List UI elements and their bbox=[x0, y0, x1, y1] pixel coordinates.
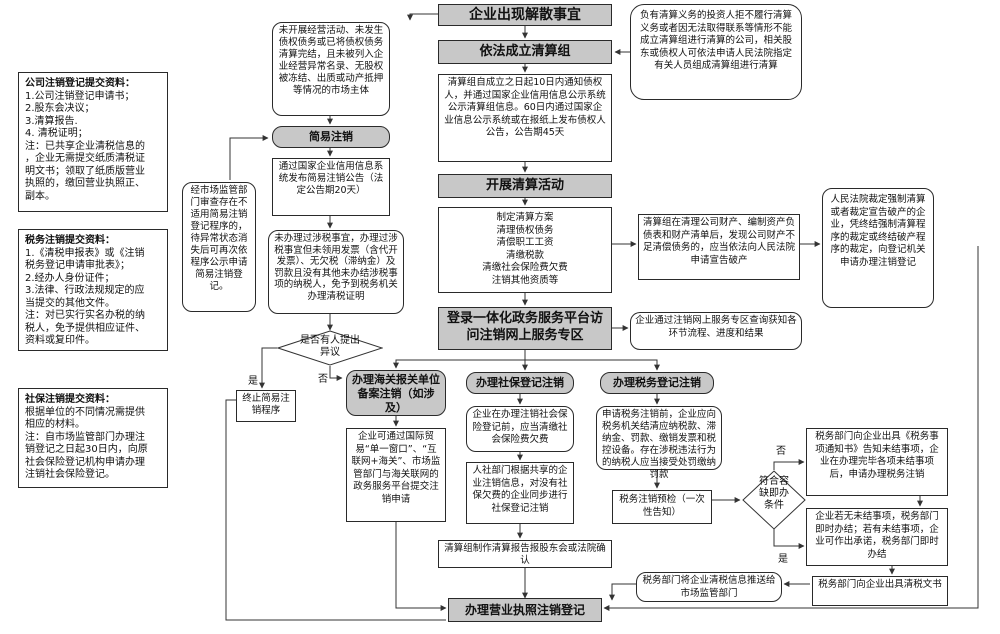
social-docs-panel: 社保注销提交资料： 根据单位的不同情况需提供 相应的材料。 注：自市场监管部门办… bbox=[18, 388, 168, 488]
simple-tax-exemption: 未办理过涉税事宜，办理过涉税事宜但未领用发票（含代开发票）、无欠税（滞纳金）及罚… bbox=[268, 230, 404, 314]
liquidation-item: 清缴社会保险费欠费 bbox=[482, 262, 568, 273]
start-dissolution: 企业出现解散事宜 bbox=[438, 4, 612, 26]
company-docs-line: 4. 清税证明； bbox=[25, 128, 88, 139]
court-ruling-cancel: 人民法院裁定强制清算或者裁定宣告破产的企业，凭终结强制清算程序的裁定或终结破产程… bbox=[822, 188, 934, 308]
customs-cancel-detail: 企业可通过国际贸易“单一窗口”、“互联网+海关”、市场监管部门与海关联网的政务服… bbox=[346, 428, 446, 522]
tax-precheck: 税务注销预检（一次性告知） bbox=[612, 490, 712, 524]
company-docs-line: 执照的，缴回营业执照正、 bbox=[25, 178, 145, 189]
market-review-note: 经市场监管部门审查存在不适用简易注销登记程序的，待异常状态消失后可再次依程序公示… bbox=[182, 182, 256, 312]
tax-docs-line: 税人，免予提供相应证件、 bbox=[25, 322, 145, 334]
establish-detail: 清算组自成立之日起10日内通知债权人，并通过国家企业信用信息公示系统公示清算组信… bbox=[438, 74, 612, 162]
tax-registration-cancel: 办理税务登记注销 bbox=[600, 372, 714, 394]
liquidation-items: 制定清算方案 清理债权债务 清偿职工工资 清缴税款 清缴社会保险费欠费 注销其他… bbox=[438, 207, 612, 293]
simple-cancel-condition: 未开展经营活动、未发生债权债务或已将债权债务清算完结，且未被列入企业经营异常名录… bbox=[272, 22, 390, 116]
tax-docs-line: 资料或复印件。 bbox=[25, 335, 95, 346]
social-docs-line: 相应的材料。 bbox=[25, 419, 85, 430]
simple-cancel-node: 简易注销 bbox=[272, 126, 390, 148]
decision-diamond-shape bbox=[277, 330, 383, 366]
gov-service-platform: 登录一体化政务服务平台访问注销网上服务专区 bbox=[438, 307, 612, 350]
tax-matters-notice: 税务部门向企业出具《税务事项通知书》告知未结事项，企业在办理完毕各项未结事项后，… bbox=[806, 428, 948, 496]
tax-docs-line: 2.经办人身份证件； bbox=[25, 272, 115, 284]
tax-immediate-completion: 企业若无未结事项，税务部门即时办结；若有未结事项，企业可作出承诺，税务部门即时办… bbox=[806, 508, 948, 566]
liquidation-report-confirm: 清算组制作清算报告报股东会或法院确认 bbox=[438, 540, 612, 568]
social-docs-line: 销登记之日起30日内，向原 bbox=[25, 444, 148, 455]
company-docs-line: ，企业无需提交纸质清税证 bbox=[25, 153, 145, 164]
tax-docs-panel: 税务注销提交资料： 1.《清税申报表》或《注销 税务登记申请审批表》； 2.经办… bbox=[18, 229, 168, 351]
tax-docs-line: 当提交的其他文件。 bbox=[25, 297, 115, 309]
tax-docs-line: 3.法律、行政法规规定的应 bbox=[25, 285, 145, 296]
objection-decision-label: 是否有人提出异议 bbox=[300, 335, 360, 358]
customs-cancel: 办理海关报关单位备案注销（如涉及） bbox=[346, 370, 446, 416]
company-docs-line: 副本。 bbox=[25, 190, 55, 202]
carry-out-liquidation: 开展清算活动 bbox=[438, 174, 612, 198]
social-insurance-arrears: 企业在办理注销社会保险登记前，应当清缴社会保险费欠费 bbox=[466, 406, 574, 452]
business-license-cancel: 办理营业执照注销登记 bbox=[448, 598, 602, 622]
social-docs-line: 根据单位的不同情况需提供 bbox=[25, 406, 145, 418]
liquidation-item: 注销其他资质等 bbox=[491, 274, 559, 286]
company-docs-line: 1.公司注销登记申请书； bbox=[25, 90, 135, 102]
tax-info-push: 税务部门将企业清税信息推送给市场监管部门 bbox=[636, 572, 782, 602]
company-docs-line: 3.清算报告. bbox=[25, 115, 78, 127]
apply-bankruptcy: 清算组在清理公司财产、编制资产负债表和财产清单后，发现公司财产不足清偿债务的，应… bbox=[638, 214, 800, 280]
tax-docs-line: 1.《清税申报表》或《注销 bbox=[25, 247, 145, 259]
liquidation-item: 清缴税款 bbox=[505, 249, 544, 261]
company-docs-line: 明文书；领取了纸质版营业 bbox=[25, 165, 145, 177]
tax-yes-label: 是 bbox=[778, 554, 788, 565]
social-docs-line: 注：自市场监管部门办理注 bbox=[25, 431, 145, 443]
tax-docs-line: 税务登记申请审批表》； bbox=[25, 260, 130, 271]
social-insurance-sync: 人社部门根据共享的企业注销信息，对没有社保欠费的企业同步进行社保登记注销 bbox=[466, 462, 574, 524]
liquidation-item: 清偿职工工资 bbox=[496, 237, 554, 248]
establish-liquidation-group: 依法成立清算组 bbox=[438, 40, 612, 64]
liquidation-item: 制定清算方案 bbox=[496, 212, 554, 223]
company-docs-line: 2.股东会决议； bbox=[25, 103, 95, 114]
social-insurance-cancel: 办理社保登记注销 bbox=[466, 372, 574, 394]
objection-yes-label: 是 bbox=[248, 376, 258, 387]
simple-cancel-notice: 通过国家企业信用信息系统发布简易注销公告（法定公告期20天） bbox=[272, 158, 390, 216]
social-docs-line: 社会保险登记机构申请办理 bbox=[25, 456, 145, 468]
company-docs-line: 注：已共享企业清税信息的 bbox=[25, 140, 145, 152]
terminate-simple-cancel: 终止简易注销程序 bbox=[236, 390, 296, 422]
objection-decision: 是否有人提出异议 bbox=[277, 330, 383, 366]
decision-diamond-shape bbox=[742, 470, 806, 530]
liquidation-item: 清理债权债务 bbox=[496, 224, 554, 236]
platform-progress-note: 企业通过注销网上服务专区查询获知各环节流程、进度和结果 bbox=[630, 312, 802, 350]
tax-cancel-requirements: 申请税务注销前，企业应向税务机关结清应纳税款、滞纳金、罚款、缴销发票和税控设备。… bbox=[596, 406, 722, 480]
tax-no-label: 否 bbox=[776, 446, 786, 457]
tax-fastpath-label: 符合容缺即办条件 bbox=[759, 476, 789, 511]
tax-docs-line: 注：对已实行实名办税的纳 bbox=[25, 310, 145, 321]
tax-fastpath-decision: 符合容缺即办条件 bbox=[742, 470, 806, 530]
social-docs-line: 注销社会保险登记。 bbox=[25, 469, 115, 480]
company-docs-panel: 公司注销登记提交资料： 1.公司注销登记申请书； 2.股东会决议； 3.清算报告… bbox=[18, 72, 168, 212]
company-docs-title: 公司注销登记提交资料： bbox=[25, 78, 135, 89]
social-docs-title: 社保注销提交资料： bbox=[25, 394, 115, 405]
court-assign-liquidation: 负有清算义务的投资人拒不履行清算义务或者因无法取得联系等情形不能成立清算组进行清… bbox=[630, 4, 802, 100]
objection-no-label: 否 bbox=[318, 374, 328, 385]
tax-clearance-certificate: 税务部门向企业出具清税文书 bbox=[812, 576, 948, 606]
tax-docs-title: 税务注销提交资料： bbox=[25, 235, 115, 246]
